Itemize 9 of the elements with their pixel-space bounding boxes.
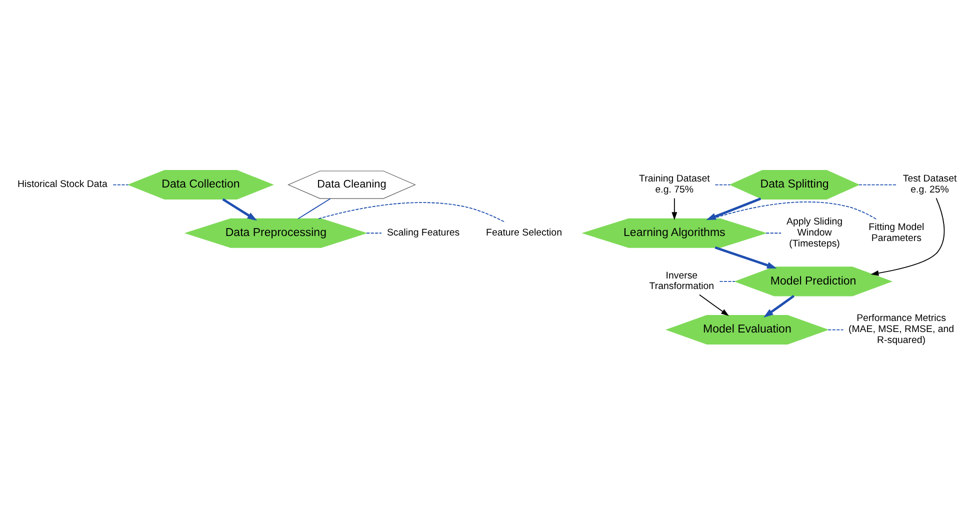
node-text: Historical Stock Data [17,179,108,190]
node-text: Scaling Features [386,227,460,238]
node-text: Inverse Transformation [649,270,714,292]
node-text: Performance Metrics (MAE, MSE, RMSE, and R-squared) [848,313,954,346]
node-text: Feature Selection [486,227,562,238]
node-text: Test Dataset e.g. 25% [902,174,957,196]
node-text: Apply Sliding Window (Timesteps) [786,216,843,250]
node-text: Fitting Model Parameters [868,222,924,244]
node-text: Training Dataset e.g. 75% [639,174,710,196]
